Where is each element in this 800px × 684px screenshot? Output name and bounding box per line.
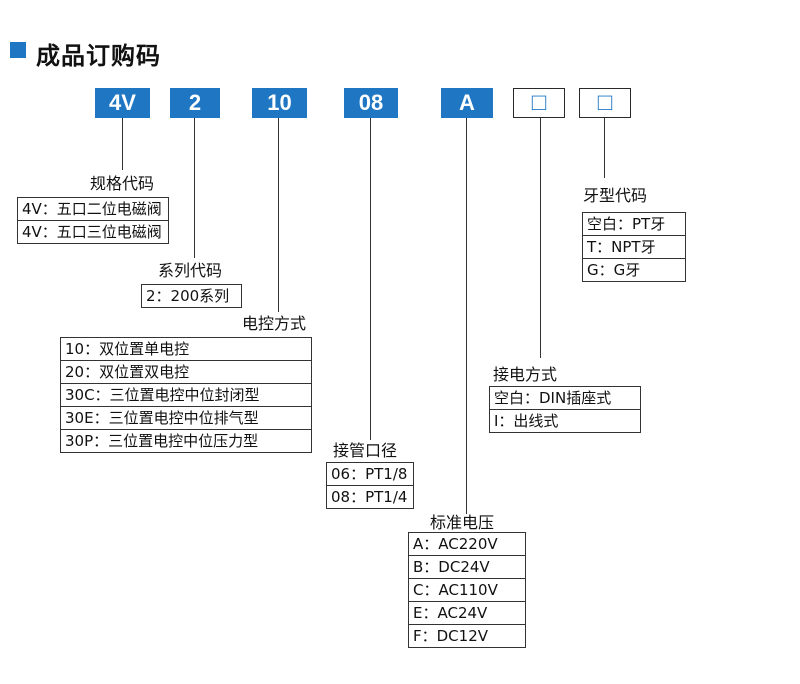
option-cell: 30E：三位置电控中位排气型: [60, 406, 312, 430]
option-cell: 4V：五口二位电磁阀: [17, 197, 169, 221]
option-cell: T：NPT牙: [582, 235, 686, 259]
option-cell: G：G牙: [582, 258, 686, 282]
option-cell: F：DC12V: [408, 624, 526, 648]
option-table-port: 06：PT1/8 08：PT1/4: [325, 462, 415, 509]
option-cell: C：AC110V: [408, 578, 526, 602]
option-cell: 30C：三位置电控中位封闭型: [60, 383, 312, 407]
code-box-thread: □: [579, 88, 631, 118]
option-cell: 08：PT1/4: [325, 485, 415, 509]
header-square-icon: [10, 42, 26, 58]
group-label-series: 系列代码: [158, 261, 223, 280]
page-title: 成品订购码: [36, 42, 161, 70]
option-cell: 20：双位置双电控: [60, 360, 312, 384]
code-box-control: 10: [252, 88, 307, 118]
connector-line-voltage: [466, 118, 467, 514]
option-table-control: 10：双位置单电控 20：双位置双电控 30C：三位置电控中位封闭型 30E：三…: [60, 337, 312, 453]
connector-line-thread: [604, 118, 605, 178]
option-cell: 空白：DIN插座式: [489, 386, 641, 410]
option-cell: 2：200系列: [140, 284, 243, 308]
option-cell: 30P：三位置电控中位压力型: [60, 429, 312, 453]
code-box-wiring: □: [513, 88, 565, 118]
connector-line-port: [370, 118, 371, 440]
option-cell: 空白：PT牙: [582, 212, 686, 236]
option-cell: 10：双位置单电控: [60, 337, 312, 361]
option-cell: 4V：五口三位电磁阀: [17, 220, 169, 244]
code-box-spec: 4V: [95, 88, 150, 118]
code-box-series: 2: [170, 88, 220, 118]
group-label-wiring: 接电方式: [493, 365, 558, 384]
group-label-spec: 规格代码: [90, 174, 155, 193]
group-label-thread: 牙型代码: [583, 186, 648, 205]
option-cell: 06：PT1/8: [325, 462, 415, 486]
option-table-spec: 4V：五口二位电磁阀 4V：五口三位电磁阀: [17, 197, 169, 244]
option-cell: I：出线式: [489, 409, 641, 433]
code-box-port: 08: [344, 88, 398, 118]
option-table-thread: 空白：PT牙 T：NPT牙 G：G牙: [582, 212, 686, 282]
option-cell: E：AC24V: [408, 601, 526, 625]
option-table-wiring: 空白：DIN插座式 I：出线式: [489, 386, 641, 433]
group-label-control: 电控方式: [242, 314, 307, 333]
connector-line-control: [278, 118, 279, 312]
connector-line-wiring: [540, 118, 541, 358]
option-table-voltage: A：AC220V B：DC24V C：AC110V E：AC24V F：DC12…: [408, 532, 526, 648]
option-table-series: 2：200系列: [140, 284, 243, 308]
code-box-voltage: A: [441, 88, 493, 118]
connector-line-spec: [122, 118, 123, 170]
option-cell: A：AC220V: [408, 532, 526, 556]
connector-line-series: [194, 118, 195, 258]
group-label-port: 接管口径: [333, 441, 398, 460]
group-label-voltage: 标准电压: [430, 513, 495, 532]
option-cell: B：DC24V: [408, 555, 526, 579]
